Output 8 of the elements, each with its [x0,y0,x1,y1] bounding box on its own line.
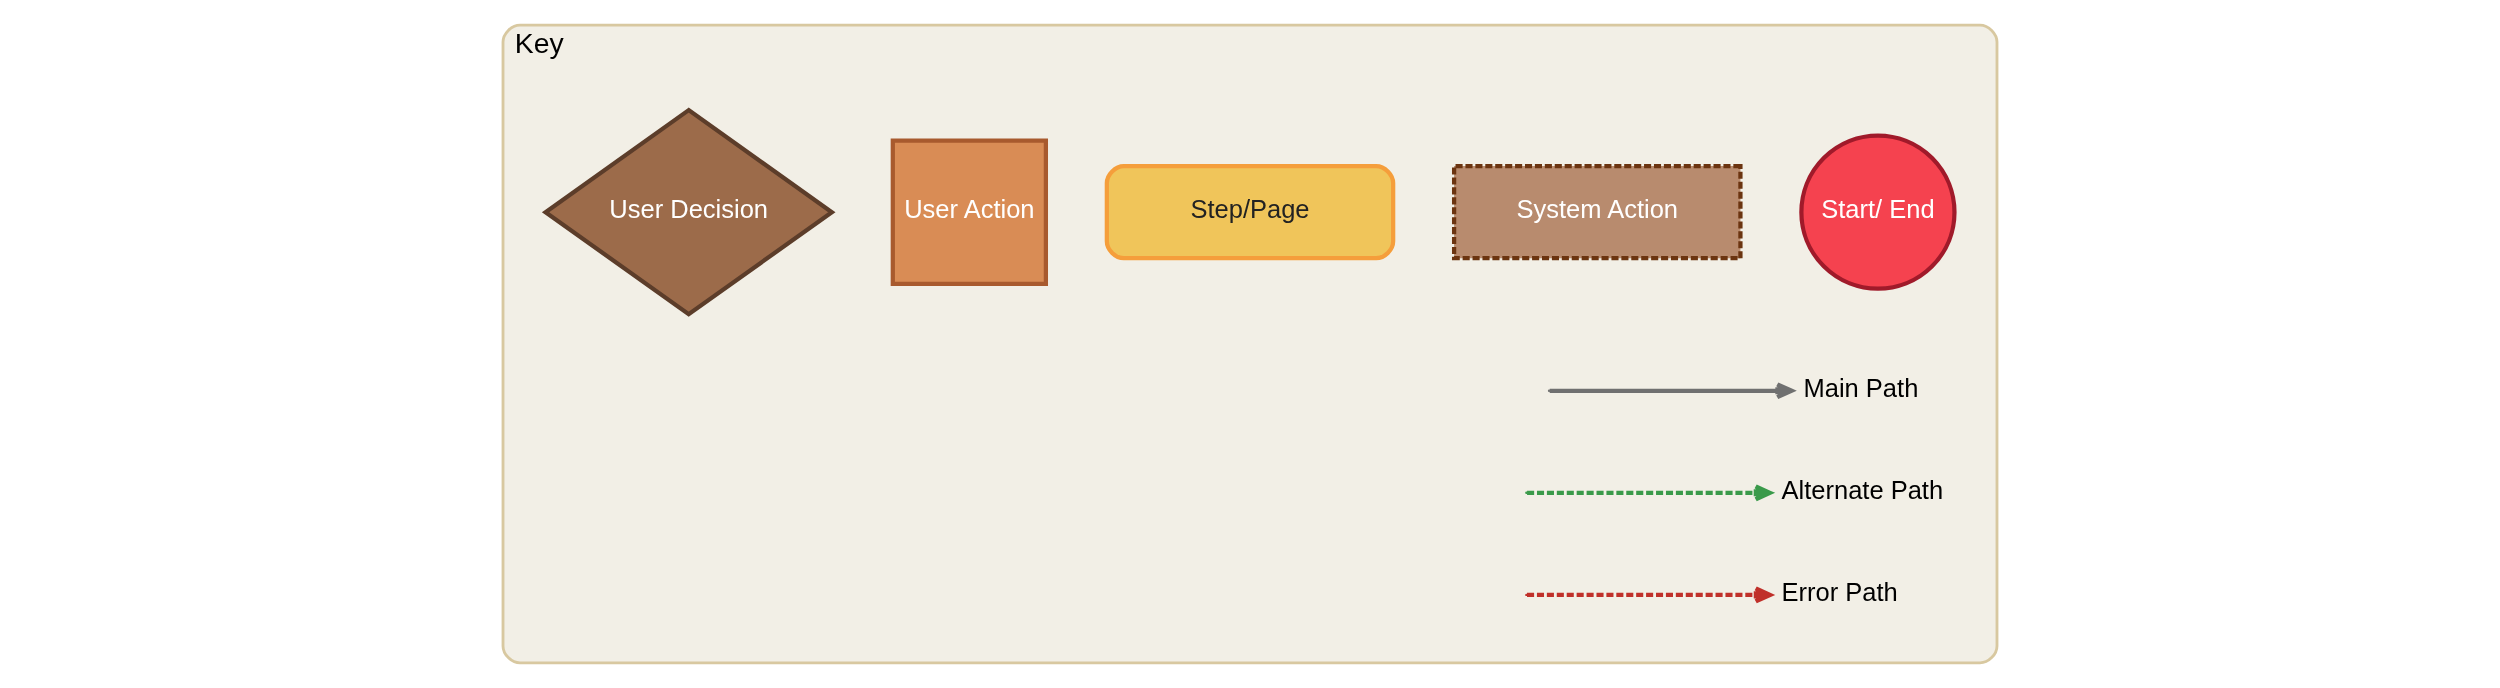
node-diamond: User Decision [541,107,836,317]
node-box: User Action [890,138,1048,286]
legend-label: Main Path [1803,374,1919,403]
node-box: Step/Page [1104,164,1396,261]
legend-label: Alternate Path [1781,476,1944,505]
node-box: System Action [1452,164,1743,261]
node-circle: Start/ End [1799,133,1957,291]
legend-label: Error Path [1781,578,1898,607]
